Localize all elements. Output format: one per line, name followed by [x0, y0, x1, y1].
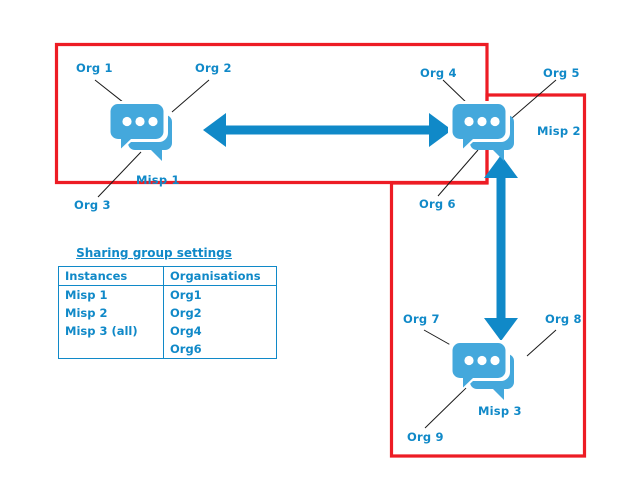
org-label-org4: Org 4 — [420, 66, 457, 80]
leader-line-org2 — [171, 79, 210, 113]
table-header-organisations: Organisations — [163, 265, 277, 287]
node-label-misp2: Misp 2 — [537, 124, 581, 138]
leader-line-org5 — [511, 79, 557, 119]
node-icon-misp1 — [106, 101, 172, 161]
red-boundary-box-right — [389, 93, 587, 458]
arrow-misp1-misp2 — [203, 113, 452, 147]
table-cell-org-1: Org1 — [163, 285, 277, 305]
table-cell-org-3: Org4 — [163, 322, 277, 341]
table-cell-instance-1: Misp 1 — [58, 285, 164, 305]
table-cell-instance-2: Misp 2 — [58, 304, 164, 323]
table-row: Misp 3 (all) Org4 — [58, 322, 277, 341]
table-header-row: Instances Organisations — [58, 265, 277, 287]
org-label-org1: Org 1 — [76, 61, 113, 75]
org-label-org7: Org 7 — [403, 312, 440, 326]
leader-line-org6 — [437, 149, 479, 197]
org-label-org5: Org 5 — [543, 66, 580, 80]
table-cell-instance-3: Misp 3 (all) — [58, 322, 164, 341]
org-label-org3: Org 3 — [74, 198, 111, 212]
node-label-misp3: Misp 3 — [478, 404, 522, 418]
sharing-group-title: Sharing group settings — [76, 246, 232, 260]
arrow-misp2-misp3 — [484, 155, 518, 341]
leader-line-org8 — [526, 329, 557, 357]
org-label-org2: Org 2 — [195, 61, 232, 75]
node-icon-misp3 — [448, 340, 514, 400]
sharing-group-table: Instances Organisations Misp 1 Org1 Misp… — [58, 265, 277, 360]
table-cell-org-2: Org2 — [163, 304, 277, 323]
org-label-org6: Org 6 — [419, 197, 456, 211]
node-icon-misp2 — [448, 101, 514, 161]
leader-line-org3 — [97, 151, 142, 198]
table-cell-instance-blank — [58, 340, 164, 360]
table-header-instances: Instances — [58, 265, 164, 287]
node-label-misp1: Misp 1 — [136, 173, 180, 187]
sharing-group-settings: Sharing group settings Instances Organis… — [58, 246, 277, 360]
org-label-org8: Org 8 — [545, 312, 582, 326]
table-row: Org6 — [58, 340, 277, 360]
table-cell-org-4: Org6 — [163, 340, 277, 360]
leader-line-org9 — [424, 387, 467, 429]
table-row: Misp 2 Org2 — [58, 304, 277, 323]
org-label-org9: Org 9 — [407, 430, 444, 444]
table-row: Misp 1 Org1 — [58, 285, 277, 305]
